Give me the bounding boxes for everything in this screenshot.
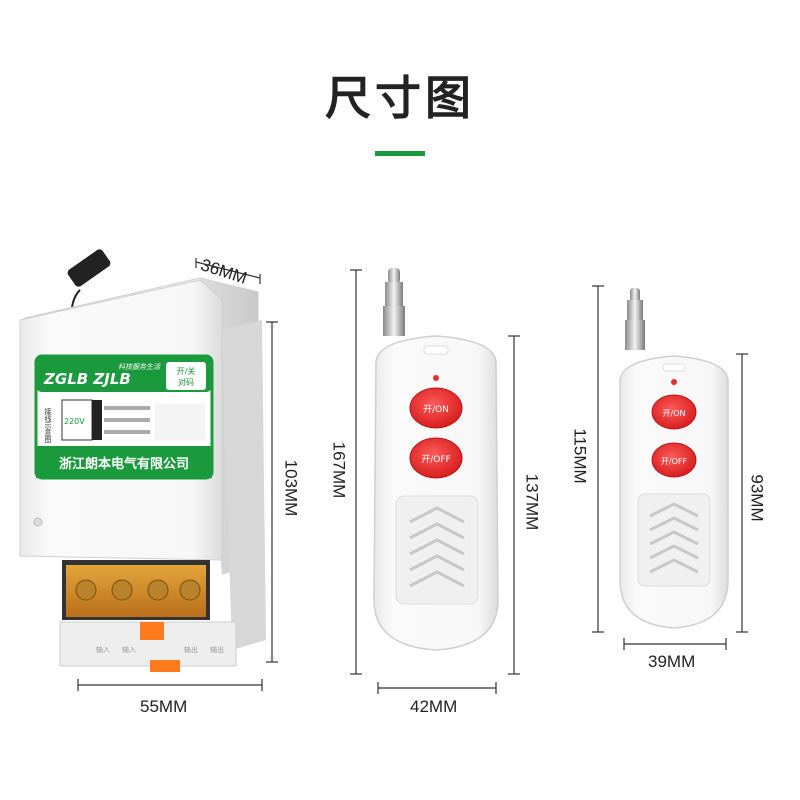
remote-small-body-height-label: 93MM [747, 474, 767, 522]
terminal-screw-icon [75, 579, 97, 601]
button-on[interactable] [409, 387, 463, 429]
title-underline [375, 151, 425, 156]
remote-large-total-height-label: 167MM [329, 441, 349, 499]
receiver-dimension-lines [77, 258, 278, 691]
remote-small: 开/ON 开/OFF [619, 288, 729, 629]
remote-small-dimension-lines [592, 285, 748, 650]
receiver-model: ZGLB ZJLB [43, 370, 131, 388]
remote-large-dimension-lines [350, 269, 520, 694]
receiver-width-label: 55MM [140, 697, 188, 716]
page-title: 尺寸图 [325, 71, 475, 125]
terminal-label-1: 输入 [96, 645, 110, 654]
receiver-height-label: 103MM [281, 459, 301, 517]
button-on-label: 开/ON [423, 404, 449, 415]
button-off-label: 开/OFF [421, 454, 450, 465]
terminal-label-2: 输入 [122, 645, 136, 654]
grip-chevron-icon [409, 506, 465, 588]
din-clip [140, 622, 164, 640]
receiver-led-icon [33, 517, 43, 527]
receiver-wiring-label: 接线示意图 [44, 407, 52, 444]
remote-small-total-height-label: 115MM [570, 428, 590, 484]
receiver-company: 浙江朗本电气有限公司 [59, 456, 189, 472]
grip-chevron-icon [649, 502, 699, 574]
antenna-icon [383, 306, 405, 336]
button-off[interactable] [651, 442, 697, 478]
antenna-icon [625, 320, 645, 350]
remote-small-width-label: 39MM [648, 652, 696, 671]
terminal-label-3: 输出 [184, 645, 198, 654]
receiver-voltage: 220V [64, 417, 85, 426]
remote-large: 开/ON 开/OFF [373, 268, 499, 651]
remote-large-width-label: 42MM [410, 697, 458, 716]
button-on-label: 开/ON [663, 409, 686, 418]
receiver-switch-label: 开/关 [177, 366, 196, 376]
button-on[interactable] [651, 394, 697, 430]
receiver-slogan: 科技服务生活 [118, 363, 161, 371]
receiver-pair-label: 对码 [178, 377, 194, 387]
receiver-product-name: 学习型数码无线遥控开关 [44, 391, 127, 401]
button-off[interactable] [409, 437, 463, 479]
receiver-antenna-icon [67, 249, 111, 287]
terminal-label-4: 输出 [210, 645, 224, 654]
remote-large-body-height-label: 137MM [522, 473, 542, 531]
terminal-screw-icon [147, 579, 169, 601]
terminal-screw-icon [179, 579, 201, 601]
button-off-label: 开/OFF [661, 457, 688, 466]
indicator-led-icon [433, 375, 439, 381]
terminal-screw-icon [111, 579, 133, 601]
indicator-led-icon [671, 379, 677, 385]
receiver-unit: ZGLB ZJLB 科技服务生活 学习型数码无线遥控开关 开/关 对码 220V… [19, 249, 266, 672]
